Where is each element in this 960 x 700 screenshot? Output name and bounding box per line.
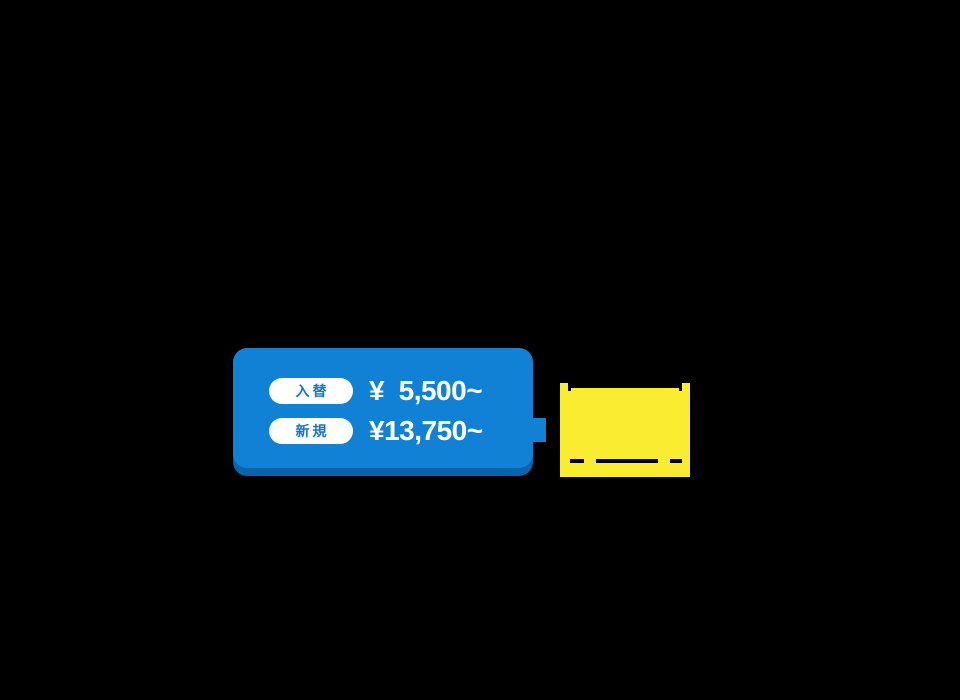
rule-segment <box>596 459 658 463</box>
yellow-dashed-rule <box>570 459 682 463</box>
yellow-highlight-block <box>560 383 690 477</box>
yellow-notch-right <box>679 388 682 391</box>
price-tag-pill-new: 新規 <box>269 418 353 444</box>
yellow-corner-tab-right <box>682 383 690 391</box>
yellow-corner-tab-left <box>560 383 568 391</box>
rule-segment <box>670 459 682 463</box>
price-tag-pill-replacement: 入替 <box>269 378 353 404</box>
yellow-fill <box>560 388 690 477</box>
price-callout-card: 入替 ¥ 5,500~ 新規 ¥13,750~ <box>233 348 546 476</box>
price-row: 入替 ¥ 5,500~ <box>269 375 483 406</box>
card-speech-tail <box>532 418 546 442</box>
price-amount-replacement: ¥ 5,500~ <box>369 375 483 406</box>
rule-segment <box>570 459 584 463</box>
card-body: 入替 ¥ 5,500~ 新規 ¥13,750~ <box>233 348 533 468</box>
price-amount-new: ¥13,750~ <box>369 415 483 446</box>
yellow-notch-left <box>568 388 571 391</box>
price-row: 新規 ¥13,750~ <box>269 416 483 446</box>
